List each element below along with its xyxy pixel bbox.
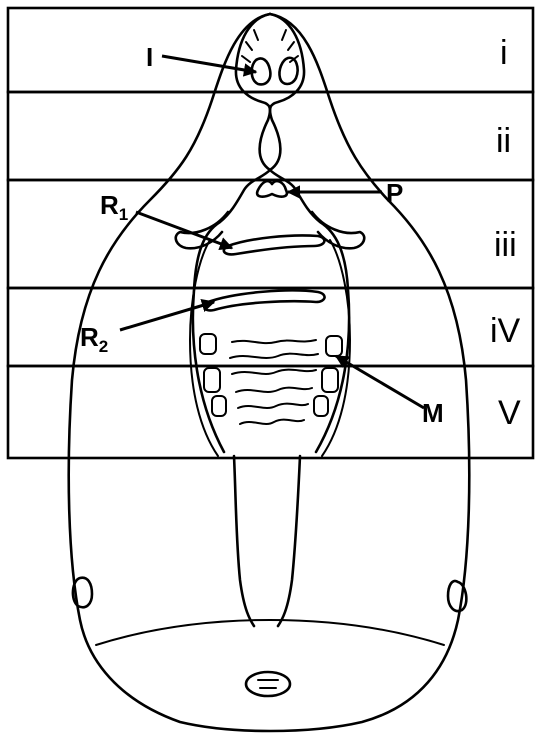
fold-r2 xyxy=(205,290,325,310)
palate-region xyxy=(176,170,365,456)
side-stubs xyxy=(73,578,466,611)
incisive-opening-right xyxy=(279,58,297,84)
arrow-i xyxy=(162,56,256,72)
arrow-r1 xyxy=(136,212,232,248)
arrow-r2 xyxy=(120,302,214,330)
band-v xyxy=(8,366,533,458)
section-label-iii: iii xyxy=(494,226,517,264)
molars xyxy=(200,334,342,416)
body-outline xyxy=(69,14,470,731)
molar-right-1 xyxy=(326,336,342,356)
bottom-ring xyxy=(246,672,290,696)
arrow-m xyxy=(336,356,424,408)
section-label-iv: iV xyxy=(490,312,521,350)
section-labels: i ii iii iV V xyxy=(490,34,521,432)
palatine-notch xyxy=(257,181,287,197)
label-r1: R1 xyxy=(100,190,128,224)
section-label-i: i xyxy=(500,34,508,72)
label-i: I xyxy=(146,42,153,72)
fold-r1 xyxy=(224,235,325,254)
label-r2: R2 xyxy=(80,322,108,356)
molar-left-1 xyxy=(200,334,216,354)
pharynx xyxy=(234,456,300,626)
section-label-v: V xyxy=(498,394,521,432)
label-p: P xyxy=(386,178,403,208)
label-arrows xyxy=(120,56,424,408)
label-m: M xyxy=(422,398,444,428)
letter-labels: I P R1 R2 M xyxy=(80,42,444,428)
section-label-ii: ii xyxy=(496,122,511,160)
molar-right-3 xyxy=(314,396,328,416)
molar-right-2 xyxy=(322,368,338,392)
band-iii xyxy=(8,180,533,288)
molar-left-2 xyxy=(204,368,220,392)
molar-left-3 xyxy=(212,396,226,416)
